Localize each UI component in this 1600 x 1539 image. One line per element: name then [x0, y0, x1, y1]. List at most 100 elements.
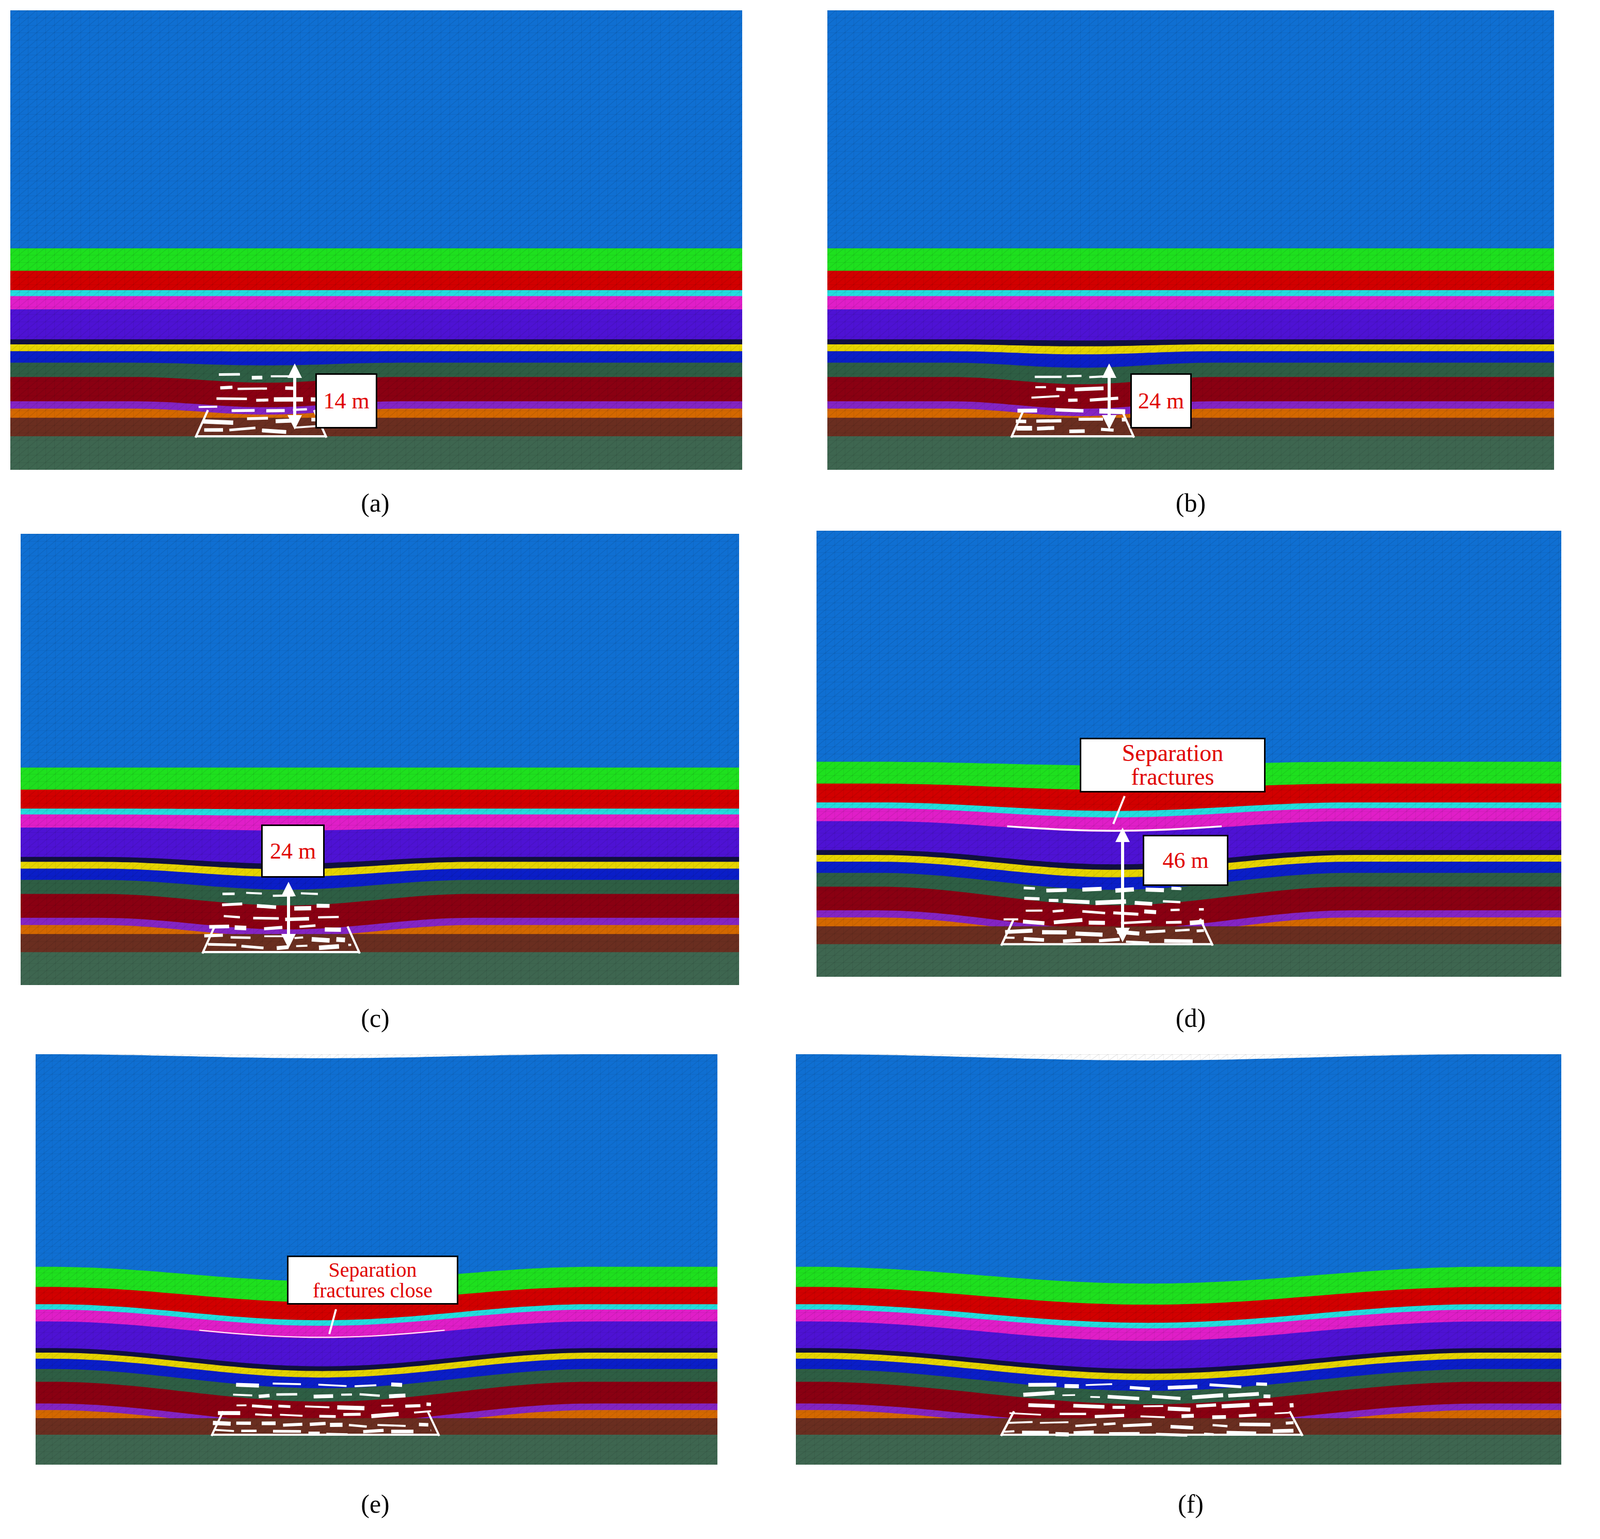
- rubble-block: [246, 891, 263, 895]
- rubble-block: [430, 1429, 431, 1432]
- rubble-block: [1212, 1423, 1228, 1427]
- rubble-block: [202, 419, 234, 425]
- rubble-block: [299, 923, 316, 928]
- arrow-shaft: [286, 892, 291, 937]
- rubble-block: [1289, 1402, 1294, 1408]
- rubble-block: [1089, 375, 1104, 379]
- rubble-block: [251, 375, 263, 380]
- rubble-block: [1191, 1393, 1224, 1400]
- rubble-block: [1024, 896, 1040, 901]
- rubble-block: [229, 426, 256, 431]
- separation-fracture: [199, 1330, 445, 1338]
- rubble-block: [348, 943, 352, 947]
- rubble-block: [316, 903, 330, 908]
- rubble-block: [273, 1429, 301, 1433]
- rubble-block: [220, 385, 233, 390]
- rubble-block: [1028, 1382, 1056, 1387]
- goaf-outline: [202, 925, 360, 953]
- rubble-block: [1121, 920, 1152, 925]
- rubble-block: [1064, 1383, 1079, 1388]
- rubble-block: [1100, 427, 1114, 432]
- rubble-block: [1059, 1412, 1086, 1415]
- annotation-text: Separation fractures: [1086, 741, 1259, 789]
- panel-caption: (a): [360, 487, 390, 518]
- rubble-block: [276, 1392, 297, 1396]
- rubble-block: [1056, 387, 1066, 392]
- rubble-block: [251, 1403, 272, 1408]
- rubble-block: [1103, 1421, 1116, 1426]
- rubble-block: [1195, 1402, 1216, 1408]
- rubble-block: [261, 428, 286, 434]
- rubble-block: [1028, 1402, 1055, 1408]
- rubble-block: [391, 1429, 414, 1433]
- rubble-block: [294, 905, 312, 911]
- rubble-block: [311, 936, 330, 943]
- rubble-block: [256, 398, 269, 402]
- arrow-shaft: [293, 374, 297, 419]
- rubble-block: [1143, 1404, 1164, 1407]
- rubble-block: [1171, 886, 1182, 891]
- rubble-block: [209, 924, 230, 929]
- rubble-block: [1198, 907, 1204, 911]
- rubble-block: [1085, 1382, 1112, 1386]
- annotation-box: 24 m: [261, 824, 325, 878]
- panel-caption: (d): [1175, 1002, 1206, 1033]
- rubble-block: [274, 396, 303, 402]
- rubble-block: [241, 1429, 257, 1432]
- rubble-block: [264, 935, 284, 938]
- rubble-block: [426, 1402, 431, 1406]
- rubble-block: [1181, 1413, 1194, 1418]
- rubble-block: [222, 892, 235, 895]
- mesh-grid: [795, 1053, 1562, 1465]
- rubble-block: [1017, 408, 1037, 413]
- rubble-block: [256, 903, 277, 909]
- rubble-block: [405, 1403, 421, 1408]
- rubble-block: [1053, 917, 1083, 924]
- height-arrow: [1101, 363, 1117, 430]
- rubble-block: [263, 925, 283, 931]
- goaf-outline: [195, 409, 327, 438]
- rubble-block: [1036, 425, 1055, 431]
- panel-caption: (c): [360, 1002, 390, 1033]
- rubble-block: [324, 926, 341, 932]
- rubble-block: [204, 427, 223, 432]
- rubble-block: [391, 1382, 403, 1387]
- arrow-shaft: [1107, 374, 1111, 419]
- height-arrow: [287, 363, 302, 430]
- rubble-block: [1016, 425, 1032, 431]
- rubble-block: [282, 1422, 303, 1427]
- rubble-block: [1107, 1394, 1140, 1401]
- rubble-block: [359, 1392, 380, 1397]
- rubble-block: [1003, 918, 1018, 921]
- goaf-outline: [211, 1411, 440, 1436]
- rubble-block: [1052, 908, 1064, 913]
- rubble-block: [318, 1383, 347, 1387]
- rubble-block: [1221, 1402, 1251, 1408]
- rubble-block: [1066, 374, 1082, 378]
- rubble-block: [266, 408, 285, 413]
- rubble-block: [1090, 1395, 1100, 1398]
- rubble-block: [1164, 938, 1193, 943]
- rubble-block: [241, 944, 264, 950]
- strata-model: [795, 1053, 1562, 1465]
- rubble-block: [1023, 936, 1045, 942]
- rubble-block: [318, 944, 340, 951]
- rubble-block: [208, 942, 237, 947]
- goaf-outline: [1011, 409, 1134, 438]
- rubble-block: [377, 1423, 406, 1427]
- rubble-block: [1021, 1430, 1049, 1434]
- mesh-grid: [827, 10, 1555, 470]
- rubble-block: [1145, 887, 1165, 892]
- rubble-block: [1165, 920, 1182, 924]
- rubble-block: [294, 936, 303, 939]
- rubble-block: [1258, 1401, 1273, 1406]
- rubble-block: [371, 1411, 399, 1418]
- rubble-block: [215, 1428, 235, 1432]
- rubble-block: [1036, 419, 1062, 423]
- rubble-block: [236, 1420, 251, 1425]
- rubble-block: [1055, 408, 1084, 413]
- rubble-block: [1048, 898, 1059, 902]
- rubble-block: [294, 424, 318, 429]
- rubble-block: [1134, 900, 1152, 906]
